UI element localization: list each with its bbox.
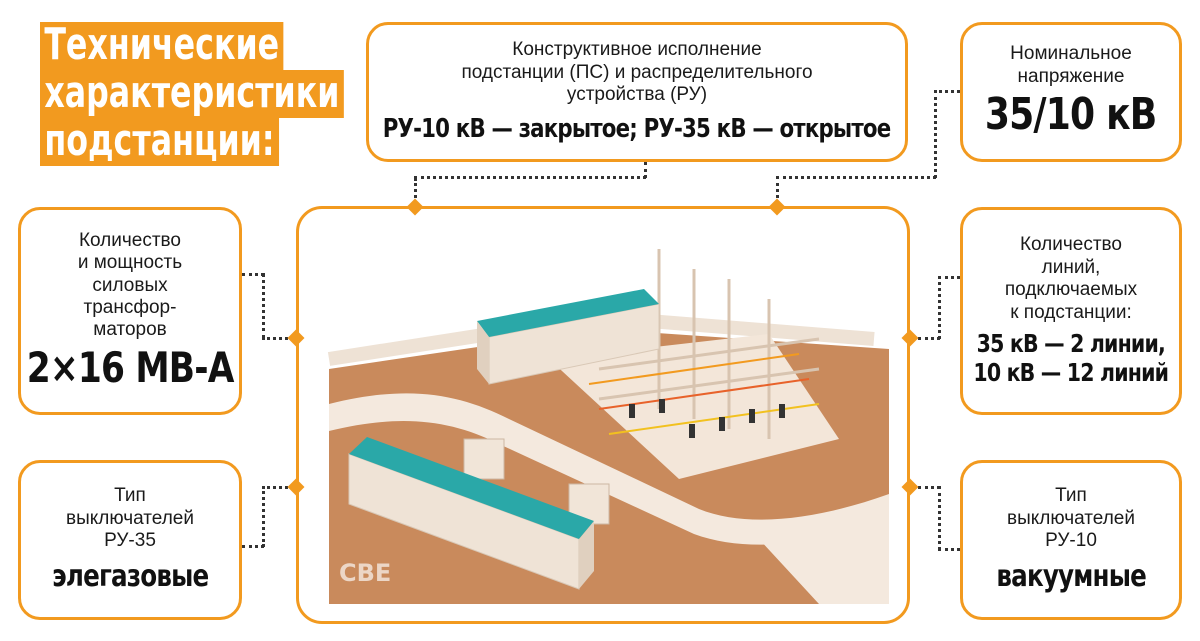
lines-value-1: 35 кВ — 2 линии,: [976, 329, 1166, 359]
transformers-value: 2×16 МВ-А: [26, 342, 235, 392]
breakers35-box: Тип выключателей РУ-35 элегазовые: [18, 460, 242, 620]
connector-breakers35-h2: [262, 486, 288, 489]
lines-value-2: 10 кВ — 12 линий: [973, 357, 1170, 387]
connector-transformers-v: [262, 273, 265, 339]
breakers10-box: Тип выключателей РУ-10 вакуумные: [960, 460, 1182, 620]
insulators: [629, 399, 785, 438]
connector-voltage-h1: [776, 176, 936, 179]
page-title: Технические характеристики подстанции:: [40, 22, 344, 172]
voltage-label-1: Номинальное: [1010, 43, 1132, 65]
construction-label-3: устройства (РУ): [566, 84, 708, 106]
breakers35-value: элегазовые: [51, 559, 209, 595]
connector-voltage-h2: [934, 90, 960, 93]
construction-label-2: подстанции (ПС) и распределительного: [461, 61, 813, 83]
breakers10-label-3: РУ-10: [1045, 529, 1097, 551]
voltage-value: 35/10 кВ: [985, 89, 1157, 141]
connector-lines-v: [938, 276, 941, 339]
lines-label-3: подключаемых: [1004, 279, 1138, 301]
construction-label-1: Конструктивное исполнение: [512, 39, 762, 61]
transformers-label-4: трансфор-: [83, 297, 177, 319]
connector-construction-left-h: [414, 176, 646, 179]
voltage-label-2: напряжение: [1017, 65, 1125, 87]
connector-voltage-v: [776, 176, 779, 204]
title-line-1: Технические: [40, 22, 284, 70]
transformers-label-2: и мощность: [77, 252, 183, 274]
breakers10-value: вакуумные: [996, 559, 1146, 595]
breakers10-label-2: выключателей: [1007, 507, 1135, 529]
connector-transformers-h2: [262, 337, 288, 340]
lines-label-4: к подстанции:: [1010, 301, 1132, 323]
road: [329, 393, 889, 545]
watermark: СВЕ: [339, 559, 392, 587]
connector-lines-h1: [918, 337, 940, 340]
connector-construction-left-v2: [644, 162, 647, 178]
lines-box: Количество линий, подключаемых к подстан…: [960, 207, 1182, 415]
connector-construction-left: [414, 178, 417, 204]
breakers35-label-3: РУ-35: [104, 529, 156, 551]
transformers-label-1: Количество: [78, 229, 182, 251]
connector-transformers-h1: [242, 273, 264, 276]
voltage-box: Номинальное напряжение 35/10 кВ: [960, 22, 1182, 162]
title-line-2: характеристики: [40, 70, 344, 118]
construction-value: РУ-10 кВ — закрытое; РУ-35 кВ — открытое: [383, 113, 891, 144]
connector-breakers10-h2: [938, 548, 960, 551]
connector-breakers10-v: [938, 486, 941, 550]
connector-breakers35-v: [262, 486, 265, 547]
connector-voltage-v2: [934, 90, 937, 178]
transformers-box: Количество и мощность силовых трансфор- …: [18, 207, 242, 415]
lines-label-2: линий,: [1041, 256, 1101, 278]
transformers-label-3: силовых: [92, 274, 168, 296]
connector-breakers10-h1: [918, 486, 940, 489]
building-lower: [348, 437, 594, 590]
construction-box: Конструктивное исполнение подстанции (ПС…: [366, 22, 908, 162]
lines-label-1: Количество: [1019, 234, 1123, 256]
road-branch: [759, 499, 889, 604]
substation-illustration: [327, 249, 889, 604]
breakers35-label-2: выключателей: [66, 507, 194, 529]
connector-lines-h2: [938, 276, 960, 279]
connector-breakers35-h1: [242, 545, 264, 548]
title-line-3: подстанции:: [40, 118, 279, 166]
breakers10-label-1: Тип: [1055, 485, 1087, 507]
substation-frame: СВЕ: [296, 206, 910, 624]
breakers35-label-1: Тип: [114, 485, 146, 507]
transformers-label-5: маторов: [93, 319, 167, 341]
building-upper: [477, 289, 660, 385]
